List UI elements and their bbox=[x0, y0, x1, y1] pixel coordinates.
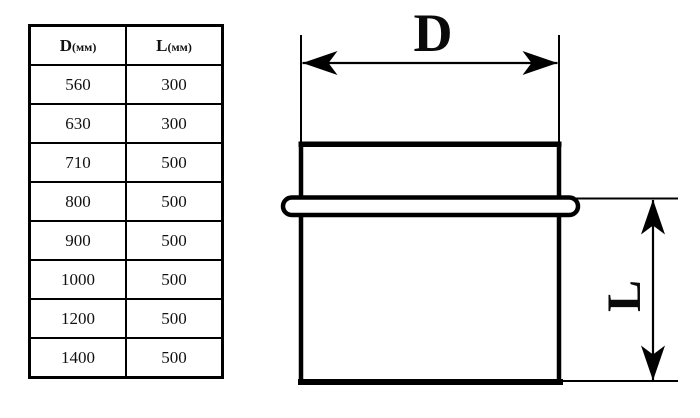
l-cell: 500 bbox=[125, 337, 224, 379]
d-cell: 1400 bbox=[28, 337, 127, 379]
diameter-label: D bbox=[413, 3, 453, 63]
column-header-d: D(мм) bbox=[28, 24, 127, 66]
header-letter-l: L bbox=[156, 35, 168, 55]
l-cell: 300 bbox=[125, 64, 224, 105]
d-cell: 1200 bbox=[28, 298, 127, 339]
l-cell: 500 bbox=[125, 298, 224, 339]
header-letter-d: D bbox=[59, 35, 72, 55]
header-row: D(мм) L(мм) bbox=[28, 24, 224, 66]
l-cell: 500 bbox=[125, 142, 224, 183]
d-cell: 560 bbox=[28, 64, 127, 105]
length-label: L bbox=[598, 279, 651, 313]
part-body-outline bbox=[298, 141, 562, 385]
l-arrowhead-up-icon bbox=[641, 199, 665, 235]
table-header: D(мм) L(мм) bbox=[28, 24, 224, 66]
l-cell: 500 bbox=[125, 220, 224, 261]
d-arrowhead-left-icon bbox=[302, 51, 338, 75]
d-arrowhead-right-icon bbox=[522, 51, 558, 75]
l-cell: 300 bbox=[125, 103, 224, 144]
l-cell: 500 bbox=[125, 181, 224, 222]
d-cell: 900 bbox=[28, 220, 127, 261]
d-cell: 1000 bbox=[28, 259, 127, 300]
d-cell: 710 bbox=[28, 142, 127, 183]
l-cell: 500 bbox=[125, 259, 224, 300]
d-cell: 630 bbox=[28, 103, 127, 144]
l-arrowhead-down-icon bbox=[641, 345, 665, 381]
header-unit-d: (мм) bbox=[71, 39, 97, 54]
d-cell: 800 bbox=[28, 181, 127, 222]
column-header-l: L(мм) bbox=[125, 24, 224, 66]
flange-collar bbox=[280, 195, 581, 218]
header-unit-l: (мм) bbox=[167, 39, 192, 54]
